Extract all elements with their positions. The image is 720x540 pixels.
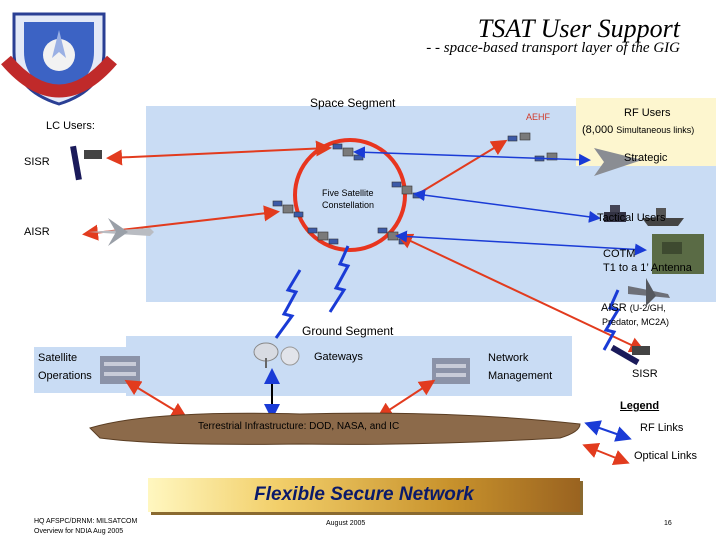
lc-aisr-label: AISR xyxy=(24,226,50,238)
tactical-ship-icon xyxy=(642,208,684,226)
rf-users-count-value: (8,000 xyxy=(582,124,614,136)
flexible-network-banner: Flexible Secure Network xyxy=(148,478,580,512)
satellite-icon xyxy=(272,200,304,218)
cotm-label-2: T1 to a 1’ Antenna xyxy=(603,262,692,274)
satellite-icon xyxy=(391,181,423,199)
rf-link-ground-ops xyxy=(274,269,302,339)
rf-sisr-label: SISR xyxy=(632,368,658,380)
banner-text: Flexible Secure Network xyxy=(254,484,474,505)
lc-sisr-label: SISR xyxy=(24,156,50,168)
legend-rf-label: RF Links xyxy=(640,422,684,434)
constellation-label-1: Five Satellite xyxy=(322,188,374,198)
aehf-satellite-icon xyxy=(507,132,531,142)
rf-link-gateway xyxy=(328,245,351,313)
rf-aisr-label-2: Predator, MC2A) xyxy=(602,317,670,327)
sisr-rf-satellite-icon xyxy=(610,344,650,366)
satellite-icon xyxy=(307,227,339,245)
optical-link-sisr xyxy=(106,140,332,166)
cotm-label-1: COTM xyxy=(603,248,636,260)
terrestrial-infrastructure-band xyxy=(89,412,581,445)
footer-page-number: 16 xyxy=(664,520,672,527)
operations-building-icon xyxy=(100,356,140,384)
netmgmt-terrestrial-link xyxy=(376,379,436,419)
rf-users-label: RF Users xyxy=(624,107,671,119)
constellation-ring xyxy=(293,138,407,252)
rf-users-count-suffix: Simultaneous links) xyxy=(616,125,695,135)
page-subtitle: - - space-based transport layer of the G… xyxy=(426,40,680,56)
network-building-icon xyxy=(432,358,470,384)
satellite-ops-label-2: Operations xyxy=(38,370,92,382)
legend-title: Legend xyxy=(620,400,660,412)
satellite-ops-label-1: Satellite xyxy=(38,352,78,364)
legend-optical-label: Optical Links xyxy=(634,450,697,462)
constellation-label-2: Constellation xyxy=(322,200,375,210)
lc-users-label: LC Users: xyxy=(46,120,95,132)
footer-org-2: Overview for NDIA Aug 2005 xyxy=(34,528,124,535)
aehf-label: AEHF xyxy=(526,112,551,122)
footer-org-1: HQ AFSPC/DRNM: MILSATCOM xyxy=(34,518,138,525)
aehf-satellite-icon xyxy=(534,152,558,162)
rf-link-rf-aisr xyxy=(602,289,621,351)
afspc-emblem-icon xyxy=(1,12,117,106)
tactical-users-label: Tactical Users xyxy=(597,212,666,224)
network-mgmt-label-2: Management xyxy=(488,370,553,382)
terrestrial-label: Terrestrial Infrastructure: DOD, NASA, a… xyxy=(198,421,400,432)
rf-aisr-label-suffix: (U-2/GH, xyxy=(629,303,666,313)
rf-aisr-aircraft-icon xyxy=(628,278,670,306)
footer-date: August 2005 xyxy=(326,520,366,527)
rf-users-count: (8,000 Simultaneous links) xyxy=(582,124,694,136)
gateways-label: Gateways xyxy=(314,351,363,363)
rf-link-strategic xyxy=(353,146,591,166)
gateway-radome-icon xyxy=(280,346,300,366)
rf-aisr-label: AISR (U-2/GH, xyxy=(601,302,666,314)
aisr-aircraft-icon xyxy=(88,218,154,246)
tactical-vehicle-icon xyxy=(604,205,626,222)
legend-rf-arrow xyxy=(584,420,632,442)
legend-optical-arrow xyxy=(582,443,630,465)
network-mgmt-label-1: Network xyxy=(488,352,529,364)
rf-aisr-label-main: AISR xyxy=(601,302,627,314)
rf-link-cotm xyxy=(395,230,647,256)
cotm-vehicle-icon xyxy=(652,234,704,274)
gateway-dish-icon xyxy=(253,342,279,368)
page-title: TSAT User Support xyxy=(477,14,680,43)
strategic-bomber-icon xyxy=(594,148,642,176)
space-segment-label: Space Segment xyxy=(310,96,396,110)
rf-link-tactical xyxy=(413,189,601,223)
ground-segment-label: Ground Segment xyxy=(302,324,394,338)
ops-terrestrial-link xyxy=(124,379,188,419)
optical-link-aehf xyxy=(417,139,508,195)
strategic-label: Strategic xyxy=(624,152,668,164)
sisr-satellite-icon xyxy=(70,145,102,181)
